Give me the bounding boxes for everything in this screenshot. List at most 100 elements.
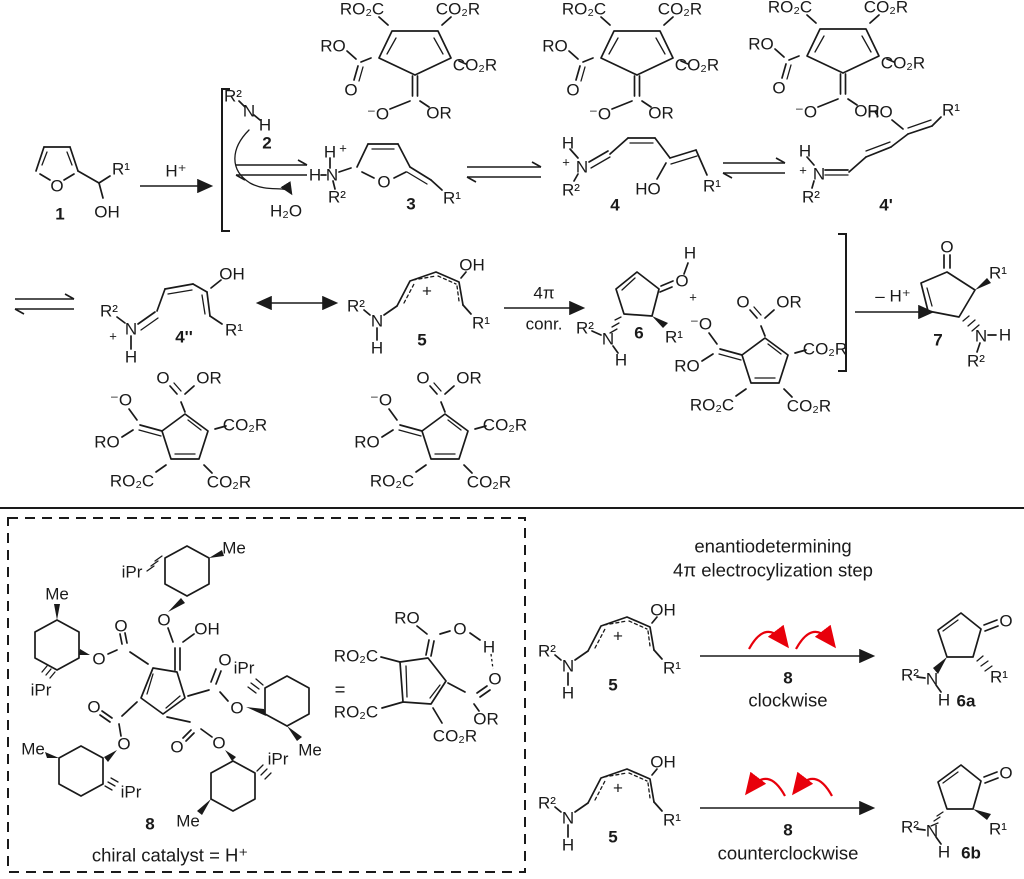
label-h: H bbox=[615, 351, 627, 370]
curved-arrow-water-loss bbox=[234, 129, 293, 196]
compound-6a: O R² N H R¹ 6a bbox=[901, 612, 1013, 711]
counterclockwise-curl-icon bbox=[792, 771, 833, 797]
counterion-6 bbox=[353, 367, 529, 493]
label-me: Me bbox=[176, 812, 200, 831]
label-ho: HO bbox=[635, 180, 661, 199]
label-co2r: CO₂R bbox=[433, 727, 477, 746]
enantio-heading-line2: 4π electrocylization step bbox=[673, 560, 873, 581]
label-n: N bbox=[926, 822, 938, 841]
label-me: Me bbox=[222, 539, 246, 558]
label-plus-charge: + bbox=[562, 155, 570, 170]
label-ro2c: RO₂C bbox=[334, 703, 378, 722]
label-r2: R² bbox=[901, 666, 919, 685]
compound-7-product: O R¹ N H R² 7 bbox=[920, 238, 1011, 371]
label-h: H bbox=[309, 166, 321, 185]
deprotonation-arrow: – H⁺ bbox=[855, 287, 935, 320]
label-r2: R² bbox=[328, 188, 346, 207]
label-ro2c: RO₂C bbox=[334, 647, 378, 666]
label-h: H bbox=[799, 142, 811, 161]
compound-number-4-double-prime: 4'' bbox=[175, 328, 193, 347]
label-r2: R² bbox=[967, 352, 985, 371]
compound-number-8: 8 bbox=[145, 815, 154, 834]
label-n: N bbox=[926, 670, 938, 689]
label-h: H bbox=[125, 348, 137, 367]
label-oh: OH bbox=[219, 265, 245, 284]
label-r1: R¹ bbox=[990, 668, 1008, 687]
label-r1: R¹ bbox=[942, 101, 960, 120]
equilibrium-4-4p bbox=[722, 157, 786, 179]
label-minus-h-plus: – H⁺ bbox=[875, 287, 910, 306]
label-clockwise: clockwise bbox=[748, 690, 827, 711]
compound-number-7: 7 bbox=[933, 331, 942, 350]
label-plus-charge: + bbox=[799, 163, 807, 178]
catalyst-box bbox=[7, 517, 526, 873]
label-o: O bbox=[50, 177, 63, 196]
label-ro: RO bbox=[394, 609, 420, 628]
counterion-2 bbox=[541, 0, 721, 125]
compound-4-iminium-dienol: H + N R² HO R¹ 4 bbox=[562, 134, 721, 215]
label-h: H bbox=[938, 691, 950, 710]
label-o: O bbox=[230, 699, 243, 718]
catalyst-simplified-structure: RO₂C RO₂C RO O H O OR CO₂R bbox=[334, 609, 502, 746]
label-catalyst-8: 8 bbox=[783, 669, 792, 688]
label-ipr: iPr bbox=[31, 681, 52, 700]
label-plus-charge: + bbox=[689, 290, 697, 305]
label-r1: R¹ bbox=[989, 820, 1007, 839]
label-4pi: 4π bbox=[533, 284, 554, 303]
label-r2: R² bbox=[901, 818, 919, 837]
compound-number-4: 4 bbox=[610, 196, 620, 215]
compound-5-main bbox=[346, 254, 492, 359]
label-o: O bbox=[453, 620, 466, 639]
label-oh: OH bbox=[94, 203, 120, 222]
compound-number-4-prime: 4' bbox=[879, 196, 893, 215]
label-o: O bbox=[675, 272, 688, 291]
clockwise-curl-icon bbox=[795, 624, 836, 650]
label-o: O bbox=[999, 764, 1012, 783]
label-o: O bbox=[87, 698, 100, 717]
compound-3-aminofuran: H + H N R² O R¹ 3 bbox=[309, 141, 461, 214]
label-ipr: iPr bbox=[121, 783, 142, 802]
h-plus-arrow: H⁺ bbox=[140, 162, 214, 194]
compound-5-counterclockwise bbox=[537, 751, 683, 856]
bracket-open bbox=[221, 88, 230, 232]
compound-2-amine: R² N H 2 H₂O bbox=[224, 87, 302, 221]
label-h2o: H₂O bbox=[270, 202, 302, 221]
counterclockwise-curl-icon bbox=[745, 771, 786, 797]
compound-4-prime: H + N R² HO R¹ 4' bbox=[799, 101, 960, 215]
label-n: N bbox=[243, 102, 255, 121]
counterclockwise-arrow: 8 counterclockwise bbox=[700, 771, 876, 864]
label-o: O bbox=[170, 738, 183, 757]
label-oh: OH bbox=[194, 620, 220, 639]
compound-number-1: 1 bbox=[55, 205, 64, 224]
label-me: Me bbox=[298, 741, 322, 760]
label-h: H bbox=[259, 116, 271, 135]
bracket-close bbox=[838, 233, 847, 372]
label-r1: R¹ bbox=[112, 160, 130, 179]
label-o: O bbox=[999, 612, 1012, 631]
label-n: N bbox=[813, 165, 825, 184]
label-h: H bbox=[562, 134, 574, 153]
label-ipr: iPr bbox=[268, 750, 289, 769]
label-r2: R² bbox=[576, 319, 594, 338]
label-o: O bbox=[117, 735, 130, 754]
label-r2: R² bbox=[100, 302, 118, 321]
label-h: H bbox=[999, 326, 1011, 345]
label-conr: conr. bbox=[526, 315, 563, 334]
label-r1: R¹ bbox=[665, 328, 683, 347]
label-n: N bbox=[975, 327, 987, 346]
equilibrium-2-3 bbox=[235, 159, 308, 181]
label-ipr: iPr bbox=[234, 659, 255, 678]
label-o: O bbox=[218, 651, 231, 670]
compound-number-2: 2 bbox=[262, 134, 271, 153]
compound-number-6a: 6a bbox=[957, 692, 976, 711]
label-h: H bbox=[684, 244, 696, 263]
compound-number-3: 3 bbox=[406, 195, 415, 214]
label-r1: R¹ bbox=[225, 321, 243, 340]
compound-1-furfuryl-alcohol: O R¹ OH 1 bbox=[35, 146, 130, 224]
label-me: Me bbox=[21, 740, 45, 759]
label-r2: R² bbox=[562, 181, 580, 200]
label-h: H bbox=[324, 143, 336, 162]
label-ipr: iPr bbox=[122, 563, 143, 582]
compound-number-6b: 6b bbox=[961, 844, 981, 863]
